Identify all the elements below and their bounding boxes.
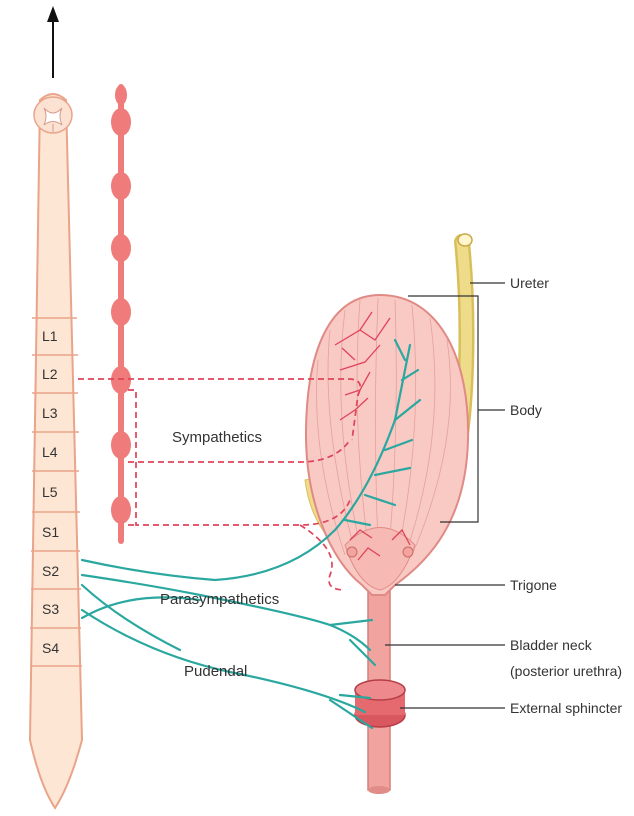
spinal-cord-cross-section [34,97,72,133]
segment-s4: S4 [42,640,59,656]
segment-l4: L4 [42,444,58,460]
posterior-urethra-label: (posterior urethra) [510,663,622,679]
spinal-cord: L1 L2 L3 L4 L5 S1 S2 S3 S4 [30,94,82,808]
external-sphincter-label: External sphincter [510,700,622,716]
pudendal-label: Pudendal [184,663,247,680]
segment-l5: L5 [42,484,58,500]
segment-l3: L3 [42,405,58,421]
segment-s1: S1 [42,524,59,540]
sympathetics-label: Sympathetics [172,429,262,446]
ureter-label: Ureter [510,275,549,291]
bladder [306,295,468,595]
parasympathetics-label: Parasympathetics [160,591,279,608]
trigone-label: Trigone [510,577,557,593]
external-sphincter [355,680,405,727]
segment-l2: L2 [42,366,58,382]
segment-s2: S2 [42,563,59,579]
bladder-neck-label: Bladder neck [510,637,593,653]
segment-s3: S3 [42,601,59,617]
body-label: Body [510,402,542,418]
segment-l1: L1 [42,328,58,344]
ascending-arrow [47,6,59,78]
sympathetic-chain [111,84,131,544]
